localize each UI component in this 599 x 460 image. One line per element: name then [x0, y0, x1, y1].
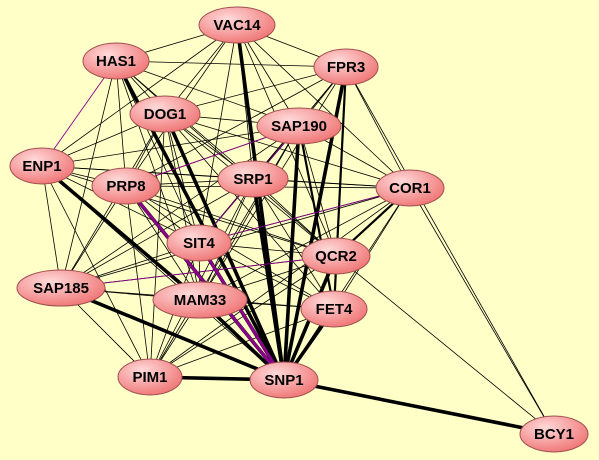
- edge-vac14-srp1: [236, 24, 254, 180]
- node-has1[interactable]: HAS1: [82, 42, 150, 80]
- node-label: FPR3: [327, 59, 365, 76]
- node-label: HAS1: [96, 53, 136, 70]
- node-ellipse[interactable]: [256, 107, 342, 145]
- node-ellipse[interactable]: [117, 358, 183, 396]
- node-pim1[interactable]: PIM1: [117, 358, 183, 396]
- node-sap185[interactable]: SAP185: [16, 269, 106, 307]
- edge-snp1-srp1: [251, 177, 286, 382]
- edge-prp8-pim1: [125, 185, 151, 378]
- node-ellipse[interactable]: [152, 281, 248, 319]
- edge-enp1-pim1: [41, 165, 151, 378]
- node-ellipse[interactable]: [217, 160, 289, 198]
- node-bcy1[interactable]: BCY1: [519, 415, 589, 453]
- node-ellipse[interactable]: [82, 42, 150, 80]
- edge-sap190-fet4: [297, 124, 336, 311]
- edge-enp1-sap185: [41, 165, 62, 289]
- node-prp8[interactable]: PRP8: [91, 167, 161, 205]
- node-ellipse[interactable]: [129, 95, 201, 133]
- node-label: PIM1: [132, 369, 167, 386]
- highlight-edge-sap185-qcr2: [60, 255, 337, 289]
- edge-dog1-pim1: [149, 113, 166, 378]
- edge-vac14-enp1: [41, 24, 238, 167]
- node-label: SNP1: [264, 372, 303, 389]
- node-ellipse[interactable]: [198, 6, 276, 44]
- edge-has1-qcr2: [115, 60, 337, 257]
- edge-snp1-sap190: [282, 124, 301, 382]
- highlight-edge-layer: [41, 60, 411, 381]
- highlight-edge-has1-enp1: [41, 60, 117, 167]
- edge-enp1-qcr2: [41, 165, 337, 257]
- edge-sap190-sap185: [60, 125, 300, 289]
- edge-dog1-fet4: [164, 113, 335, 310]
- edge-snp1-cor1: [283, 187, 411, 381]
- edge-fpr3-prp8: [125, 66, 347, 187]
- node-ellipse[interactable]: [249, 361, 319, 399]
- edge-srp1-fet4: [252, 178, 335, 310]
- node-ellipse[interactable]: [300, 290, 368, 328]
- node-label: SRP1: [233, 171, 272, 188]
- node-srp1[interactable]: SRP1: [217, 160, 289, 198]
- highlight-edge-sit4-snp1: [197, 242, 286, 381]
- node-mam33[interactable]: MAM33: [152, 281, 248, 319]
- edge-srp1-sap185: [60, 178, 254, 289]
- node-label: PRP8: [106, 178, 145, 195]
- edge-vac14-sit4: [198, 24, 238, 244]
- node-ellipse[interactable]: [9, 147, 75, 185]
- node-label: MAM33: [174, 292, 227, 309]
- edge-prp8-mam33: [125, 185, 201, 301]
- edge-has1-fpr3: [115, 60, 347, 68]
- edge-fpr3-cor1: [345, 66, 411, 189]
- node-vac14[interactable]: VAC14: [198, 6, 276, 44]
- edge-has1-sap185: [60, 60, 117, 289]
- edge-cor1-sap185: [60, 187, 411, 289]
- highlight-edge-sit4-cor1: [198, 187, 411, 244]
- edge-sap190-enp1: [41, 125, 300, 167]
- node-ellipse[interactable]: [375, 169, 445, 207]
- node-label: BCY1: [534, 426, 574, 443]
- node-snp1[interactable]: SNP1: [249, 361, 319, 399]
- node-cor1[interactable]: COR1: [375, 169, 445, 207]
- edge-bcy1-fpr3: [345, 66, 555, 435]
- edge-dog1-cor1: [164, 113, 411, 189]
- edge-snp1-bcy1: [282, 378, 556, 436]
- edge-fet4-cor1: [333, 187, 411, 310]
- edge-enp1-sit4: [41, 165, 200, 244]
- node-qcr2[interactable]: QCR2: [301, 237, 371, 275]
- node-label: DOG1: [144, 106, 187, 123]
- node-label: SIT4: [183, 235, 215, 252]
- edge-cor1-mam33: [199, 187, 411, 301]
- edge-enp1-mam33: [40, 164, 202, 302]
- edge-dog1-sit4: [164, 113, 200, 244]
- node-ellipse[interactable]: [166, 224, 232, 262]
- edge-sap190-qcr2: [298, 125, 337, 257]
- node-label: FET4: [316, 301, 353, 318]
- node-ellipse[interactable]: [519, 415, 589, 453]
- node-label: COR1: [389, 180, 431, 197]
- node-fet4[interactable]: FET4: [300, 290, 368, 328]
- edge-bcy1-cor1: [409, 187, 555, 435]
- node-label: VAC14: [213, 17, 261, 34]
- node-fpr3[interactable]: FPR3: [313, 48, 379, 86]
- node-enp1[interactable]: ENP1: [9, 147, 75, 185]
- node-ellipse[interactable]: [91, 167, 161, 205]
- node-label: QCR2: [315, 248, 357, 265]
- node-label: SAP185: [33, 280, 89, 297]
- node-ellipse[interactable]: [301, 237, 371, 275]
- node-ellipse[interactable]: [16, 269, 106, 307]
- edge-vac14-cor1: [236, 24, 411, 189]
- node-dog1[interactable]: DOG1: [129, 95, 201, 133]
- edge-has1-sit4: [115, 60, 200, 244]
- node-label: SAP190: [271, 118, 327, 135]
- node-sit4[interactable]: SIT4: [166, 224, 232, 262]
- node-label: ENP1: [22, 158, 61, 175]
- node-ellipse[interactable]: [313, 48, 379, 86]
- edge-bcy1-qcr2: [335, 255, 555, 435]
- edge-has1-prp8: [115, 60, 127, 187]
- edge-fet4-pim1: [149, 308, 335, 378]
- node-sap190[interactable]: SAP190: [256, 107, 342, 145]
